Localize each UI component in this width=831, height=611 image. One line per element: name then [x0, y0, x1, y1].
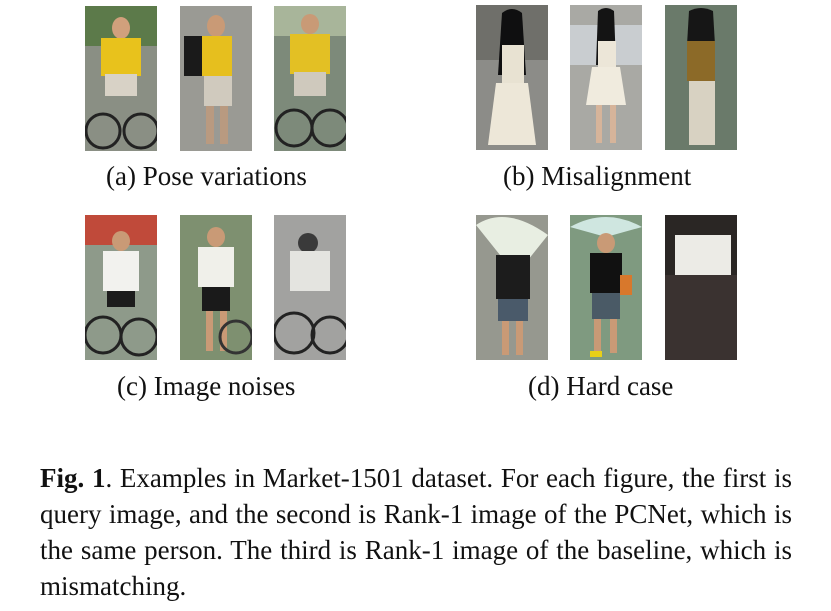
caption-text: . Examples in Market-1501 dataset. For e…	[40, 463, 792, 601]
figure-caption: Fig. 1. Examples in Market-1501 dataset.…	[40, 460, 792, 604]
panel-a-rank1-baseline-image	[274, 6, 346, 151]
panel-c-rank1-pcnet-image	[180, 215, 252, 360]
panel-c-query-image	[85, 215, 157, 360]
panel-c-rank1-baseline-image	[274, 215, 346, 360]
panel-b-query-image	[476, 5, 548, 150]
panel-a-query-image	[85, 6, 157, 151]
figure-number: Fig. 1	[40, 463, 106, 493]
panel-b-rank1-pcnet-image	[570, 5, 642, 150]
panel-d-rank1-baseline-image	[665, 215, 737, 360]
panel-c-label: (c) Image noises	[117, 371, 296, 401]
panel-d-rank1-pcnet-image	[570, 215, 642, 360]
panel-a-rank1-pcnet-image	[180, 6, 252, 151]
panel-b-label: (b) Misalignment	[503, 161, 692, 191]
panel-d-query-image	[476, 215, 548, 360]
panel-b-rank1-baseline-image	[665, 5, 737, 150]
panel-a-label: (a) Pose variations	[106, 161, 307, 191]
panel-d-label: (d) Hard case	[528, 371, 674, 401]
